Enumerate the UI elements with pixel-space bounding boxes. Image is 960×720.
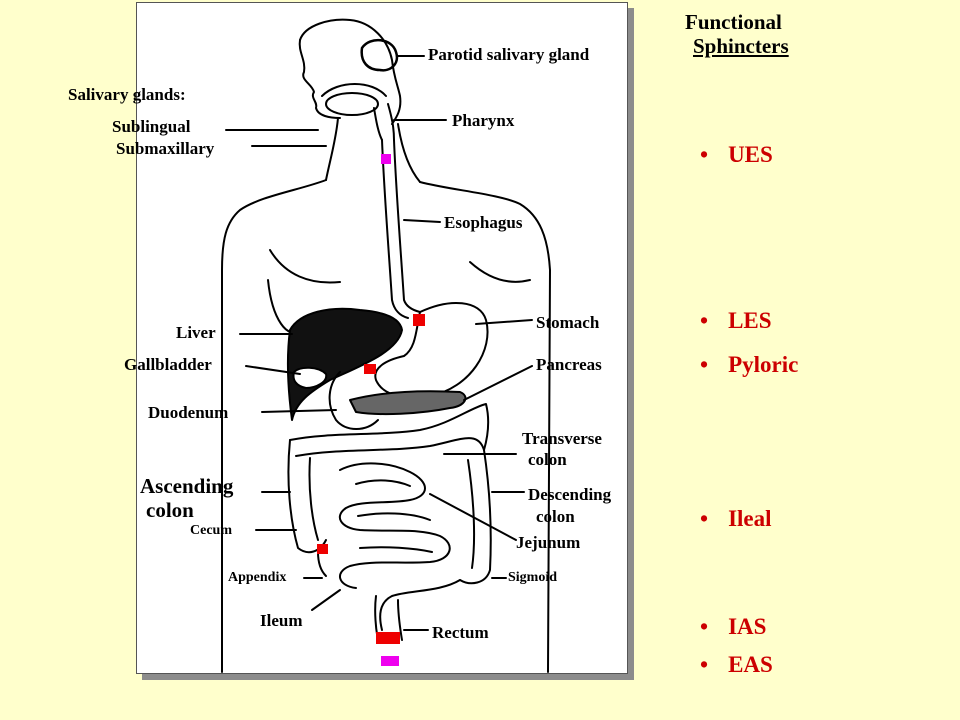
gallbladder <box>292 366 328 389</box>
label-pancreas: Pancreas <box>536 355 602 374</box>
label-sublingual: Sublingual <box>112 117 191 136</box>
sphincters-title: Functional Sphincters <box>685 10 789 58</box>
bullet-eas: •EAS <box>700 652 773 677</box>
label-liver: Liver <box>176 323 216 342</box>
label-submaxillary: Submaxillary <box>116 139 215 158</box>
neck-left <box>325 117 339 181</box>
les-marker <box>413 314 425 326</box>
label-ascending: Ascending <box>140 474 234 498</box>
bullet-ias-text: IAS <box>728 614 767 639</box>
head-outline <box>299 18 402 125</box>
leader-duodenum <box>261 409 337 413</box>
liver <box>286 307 403 421</box>
label-appendix: Appendix <box>228 570 287 585</box>
chest-left <box>269 249 341 284</box>
leader-esophagus <box>403 219 441 223</box>
title-line-2: Sphincters <box>693 34 789 59</box>
transverse-colon-inner <box>295 437 485 457</box>
label-salivary-glands: Salivary glands: <box>68 85 186 104</box>
leader-jejunum <box>429 493 517 541</box>
torso-right <box>419 181 551 673</box>
label-pharynx: Pharynx <box>452 111 515 130</box>
label-cecum: Cecum <box>190 523 232 538</box>
bullet-eas-text: EAS <box>728 652 773 677</box>
label-transverse: Transverse <box>522 429 602 448</box>
label-descending: Descending <box>528 485 612 504</box>
pancreas <box>349 390 467 416</box>
bullet-pyloric-text: Pyloric <box>728 352 799 377</box>
bullet-ileal: •Ileal <box>700 506 772 531</box>
parotid-gland <box>360 39 399 72</box>
ascending-colon <box>287 439 327 554</box>
label-jejunum: Jejunum <box>516 533 581 552</box>
esophagus-left <box>381 139 409 319</box>
duodenum <box>328 371 379 430</box>
label-descending-colon: colon <box>536 507 575 526</box>
eas-marker <box>381 656 399 666</box>
leader-gallbladder <box>245 365 301 375</box>
torso-left <box>221 179 327 673</box>
label-sigmoid: Sigmoid <box>508 570 558 585</box>
small-intestine-inner <box>355 479 433 553</box>
leader-stomach <box>475 319 533 325</box>
label-stomach: Stomach <box>536 313 600 332</box>
label-ileum: Ileum <box>260 611 303 630</box>
label-rectum: Rectum <box>432 623 489 642</box>
descending-colon <box>459 449 492 585</box>
bullet-ias: •IAS <box>700 614 767 639</box>
leader-pancreas <box>463 365 533 401</box>
ues-marker <box>381 154 391 164</box>
label-transverse-colon: colon <box>528 450 567 469</box>
pyloric-marker <box>364 364 376 374</box>
ascending-colon-inner <box>308 457 319 541</box>
bullet-les-text: LES <box>728 308 772 333</box>
label-esophagus: Esophagus <box>444 213 523 232</box>
bullet-ues: •UES <box>700 142 773 167</box>
palate <box>321 83 387 97</box>
transverse-colon <box>289 403 490 451</box>
pharynx <box>373 103 395 141</box>
leader-ileum <box>311 589 341 611</box>
label-duodenum: Duodenum <box>148 403 229 422</box>
tongue <box>325 92 379 116</box>
bullet-ileal-text: Ileal <box>728 506 772 531</box>
ileal-marker <box>317 544 328 554</box>
title-line-1: Functional <box>685 10 782 34</box>
chest-right <box>469 261 531 283</box>
small-intestine <box>338 462 451 589</box>
bullet-pyloric: •Pyloric <box>700 352 799 377</box>
bullet-ues-text: UES <box>728 142 773 167</box>
label-ascending-colon: colon <box>146 498 194 522</box>
neck-right <box>397 123 421 183</box>
bullet-les: •LES <box>700 308 772 333</box>
face-profile <box>298 39 341 119</box>
ias-marker <box>376 632 400 644</box>
label-gallbladder: Gallbladder <box>124 355 212 374</box>
label-parotid: Parotid salivary gland <box>428 45 590 64</box>
appendix <box>317 551 327 577</box>
sigmoid-colon <box>379 579 461 631</box>
esophagus-right <box>393 139 421 313</box>
